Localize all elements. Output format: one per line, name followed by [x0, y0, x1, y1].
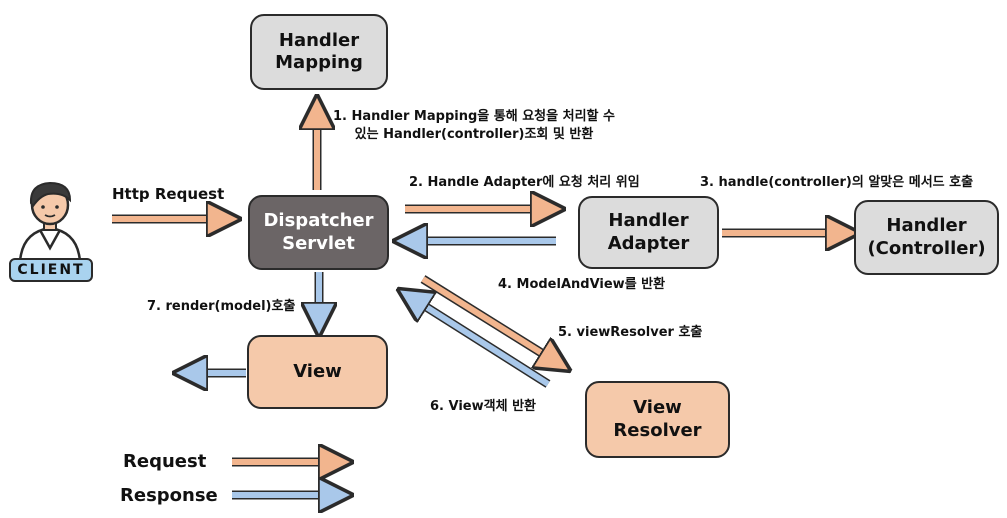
view-line-1: View	[293, 360, 342, 382]
handler-controller-box: Handler (Controller)	[854, 200, 999, 275]
label-step2: 2. Handle Adapter에 요청 처리 위임	[409, 175, 640, 190]
label-step3: 3. handle(controller)의 알맞은 메서드 호출	[700, 175, 974, 190]
handler-adapter-line-1: Handler	[608, 210, 689, 231]
label-step1-line2: 있는 Handler(controller)조회 및 반환	[354, 126, 594, 142]
handler-controller-line-2: (Controller)	[867, 237, 986, 259]
label-step4: 4. ModelAndView를 반환	[498, 277, 666, 292]
client-person-icon	[18, 181, 82, 264]
legend-request-label: Request	[123, 451, 207, 472]
view-box: View	[247, 335, 388, 409]
handler-mapping-line-1: Handler	[278, 29, 360, 51]
dispatcher-servlet-line-2: Servlet	[282, 232, 355, 254]
client-badge: CLIENT	[9, 258, 93, 282]
view-resolver-box: View Resolver	[585, 381, 730, 458]
dispatcher-servlet-line-1: Dispatcher	[263, 210, 374, 231]
handler-controller-line-1: Handler	[886, 215, 967, 236]
view-resolver-line-2: Resolver	[613, 419, 702, 441]
handler-mapping-box: Handler Mapping	[250, 14, 388, 90]
legend-response-label: Response	[120, 485, 218, 506]
label-step6: 6. View객체 반환	[430, 399, 536, 414]
dispatcher-servlet-box: Dispatcher Servlet	[248, 195, 389, 270]
handler-adapter-line-2: Adapter	[607, 232, 690, 254]
label-step1-line1: 1. Handler Mapping을 통해 요청을 처리할 수	[333, 109, 615, 124]
handler-mapping-line-2: Mapping	[275, 52, 363, 73]
label-http-request: Http Request	[112, 185, 225, 203]
label-step5: 5. viewResolver 호출	[558, 325, 703, 340]
label-step1: 1. Handler Mapping을 통해 요청을 처리할 수 있는 Hand…	[333, 108, 615, 143]
view-resolver-line-1: View	[633, 397, 682, 418]
arrow-step5	[420, 275, 556, 362]
label-step7: 7. render(model)호출	[147, 299, 296, 314]
client-badge-label: CLIENT	[17, 262, 85, 278]
handler-adapter-box: Handler Adapter	[578, 196, 719, 269]
arrow-step6	[412, 298, 551, 388]
